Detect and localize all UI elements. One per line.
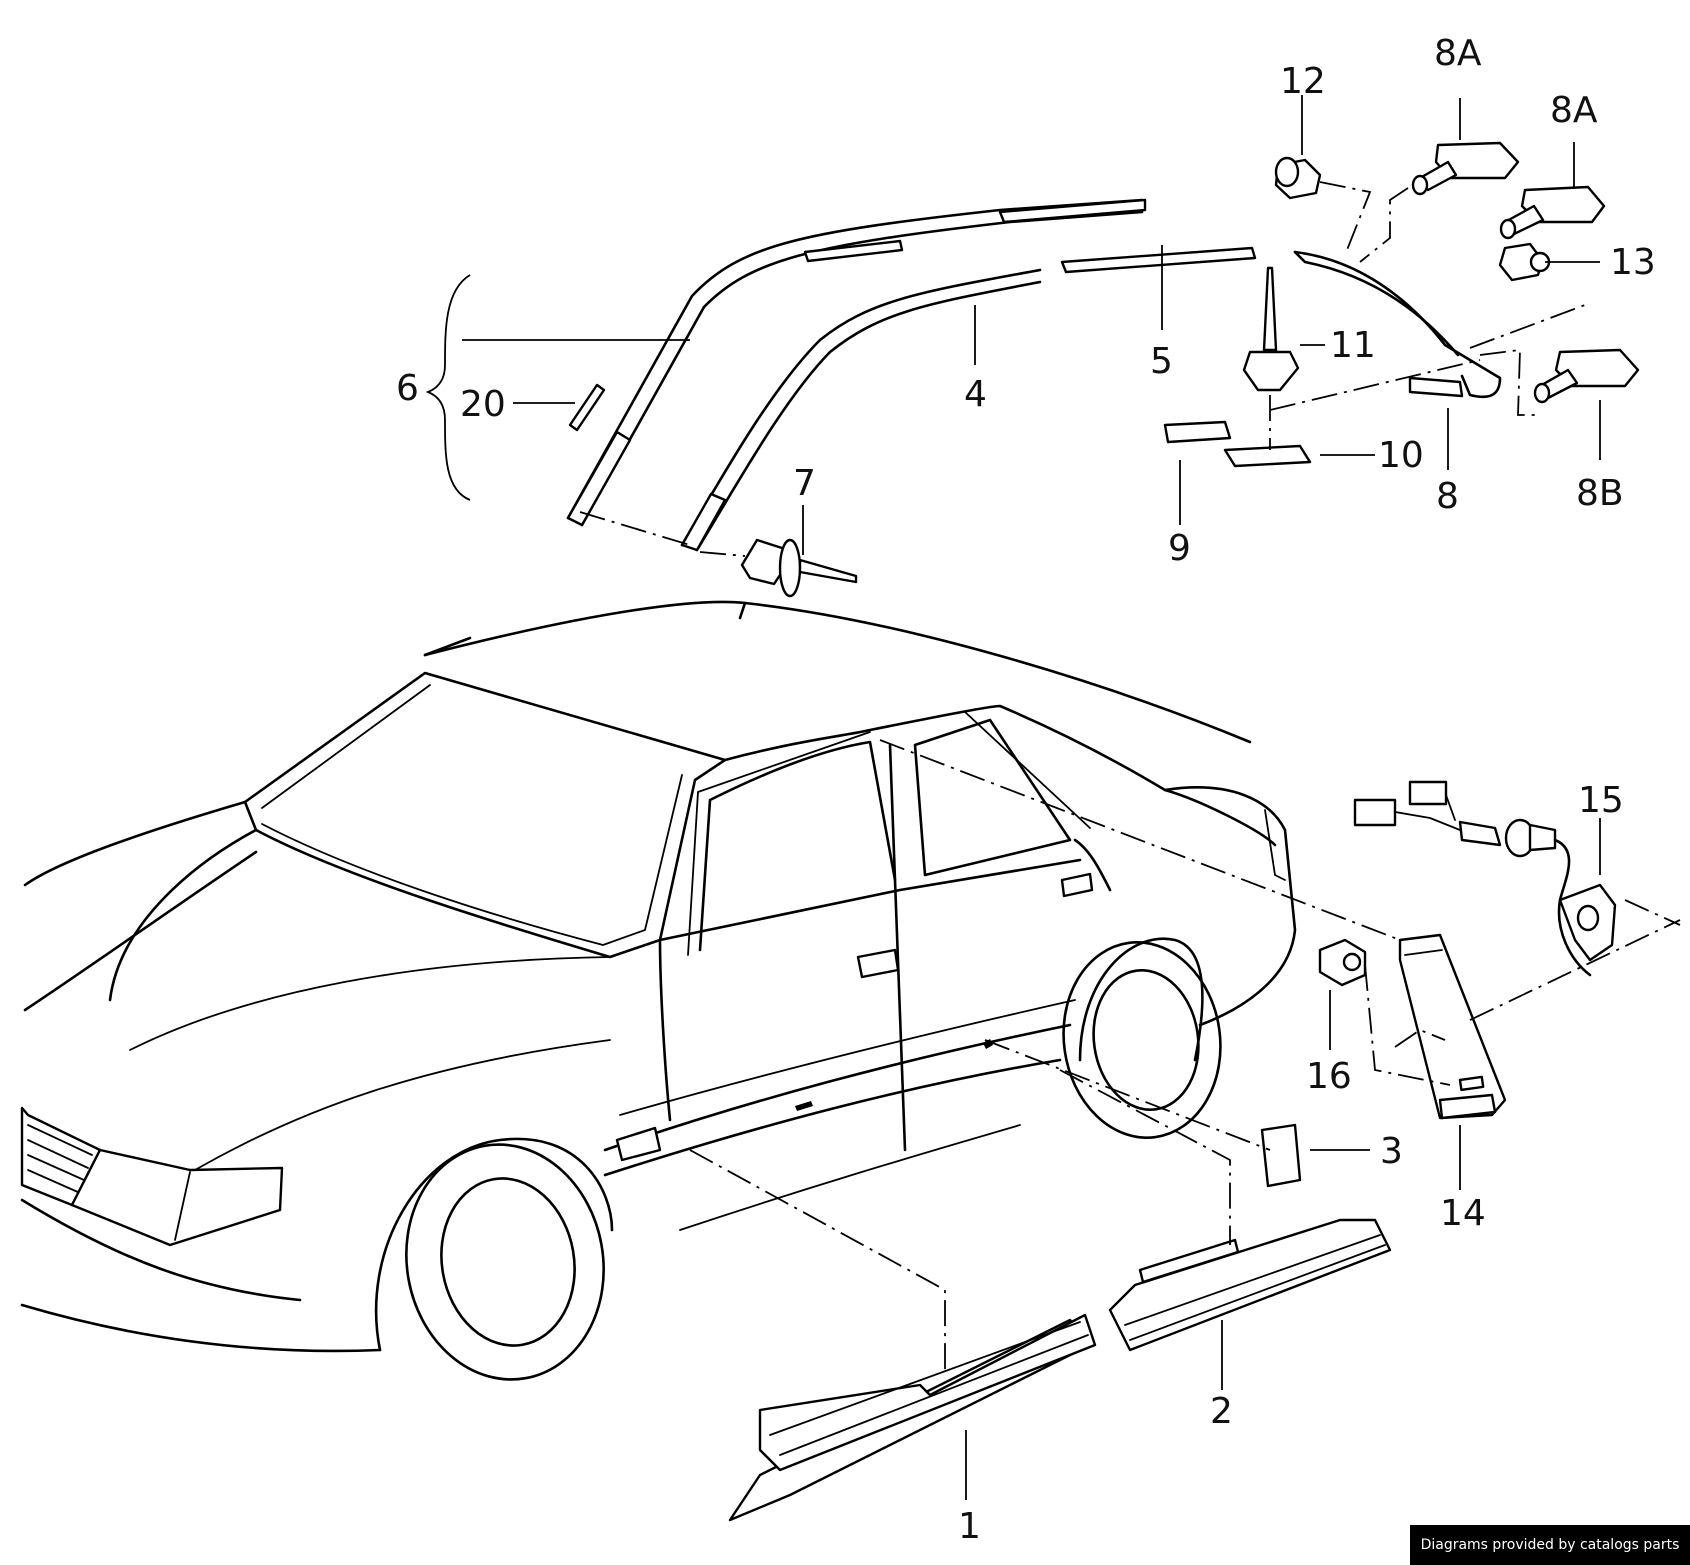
label-8: 8 bbox=[1436, 476, 1459, 517]
label-15: 15 bbox=[1578, 780, 1624, 821]
label-8a-top: 8A bbox=[1434, 33, 1482, 74]
sill-moulding-2 bbox=[1108, 1218, 1392, 1352]
clip-12 bbox=[1274, 156, 1322, 200]
label-8a-mid: 8A bbox=[1550, 90, 1598, 131]
label-13: 13 bbox=[1610, 242, 1656, 283]
clip-8a-mid bbox=[1499, 185, 1606, 240]
bracket-14 bbox=[1398, 933, 1507, 1120]
label-9: 9 bbox=[1168, 528, 1191, 569]
nut-16 bbox=[1318, 938, 1367, 987]
label-4: 4 bbox=[964, 374, 987, 415]
label-11: 11 bbox=[1330, 325, 1376, 366]
rear-corner-moulding bbox=[1293, 250, 1502, 399]
label-2: 2 bbox=[1210, 1391, 1233, 1432]
label-5: 5 bbox=[1150, 341, 1173, 382]
clip-8b bbox=[1533, 348, 1640, 404]
label-7: 7 bbox=[793, 463, 816, 504]
pad-10 bbox=[1223, 444, 1312, 468]
label-10: 10 bbox=[1378, 435, 1424, 476]
label-8b: 8B bbox=[1576, 473, 1624, 514]
label-12: 12 bbox=[1280, 61, 1326, 102]
label-3: 3 bbox=[1380, 1131, 1403, 1172]
label-1: 1 bbox=[958, 1506, 981, 1547]
label-14: 14 bbox=[1440, 1193, 1486, 1234]
credit-banner: Diagrams provided by catalogs parts bbox=[1410, 1525, 1690, 1565]
label-16: 16 bbox=[1306, 1056, 1352, 1097]
pad-3 bbox=[1260, 1123, 1302, 1188]
pin-11 bbox=[1242, 266, 1300, 392]
clip-7 bbox=[740, 538, 858, 598]
roof-moulding-inner bbox=[680, 268, 1042, 552]
sensor-15 bbox=[1353, 780, 1617, 977]
roof-moulding-rear bbox=[1060, 246, 1257, 274]
dash-dot-lines bbox=[579, 181, 1681, 1370]
leader-lines bbox=[425, 95, 1601, 1500]
pad-9 bbox=[1163, 420, 1232, 444]
sill-moulding-1 bbox=[728, 1313, 1097, 1522]
label-6: 6 bbox=[396, 368, 419, 409]
clip-13 bbox=[1498, 242, 1551, 282]
part-labels: 1 2 3 4 5 6 7 8 8A 8A 8B 9 10 11 12 13 1… bbox=[396, 33, 1656, 1547]
trim-strip-20 bbox=[568, 383, 606, 432]
roof-moulding-outer bbox=[566, 198, 1147, 527]
car-body bbox=[20, 600, 1297, 1381]
clip-8a-top bbox=[1411, 141, 1520, 196]
label-20: 20 bbox=[460, 384, 506, 425]
